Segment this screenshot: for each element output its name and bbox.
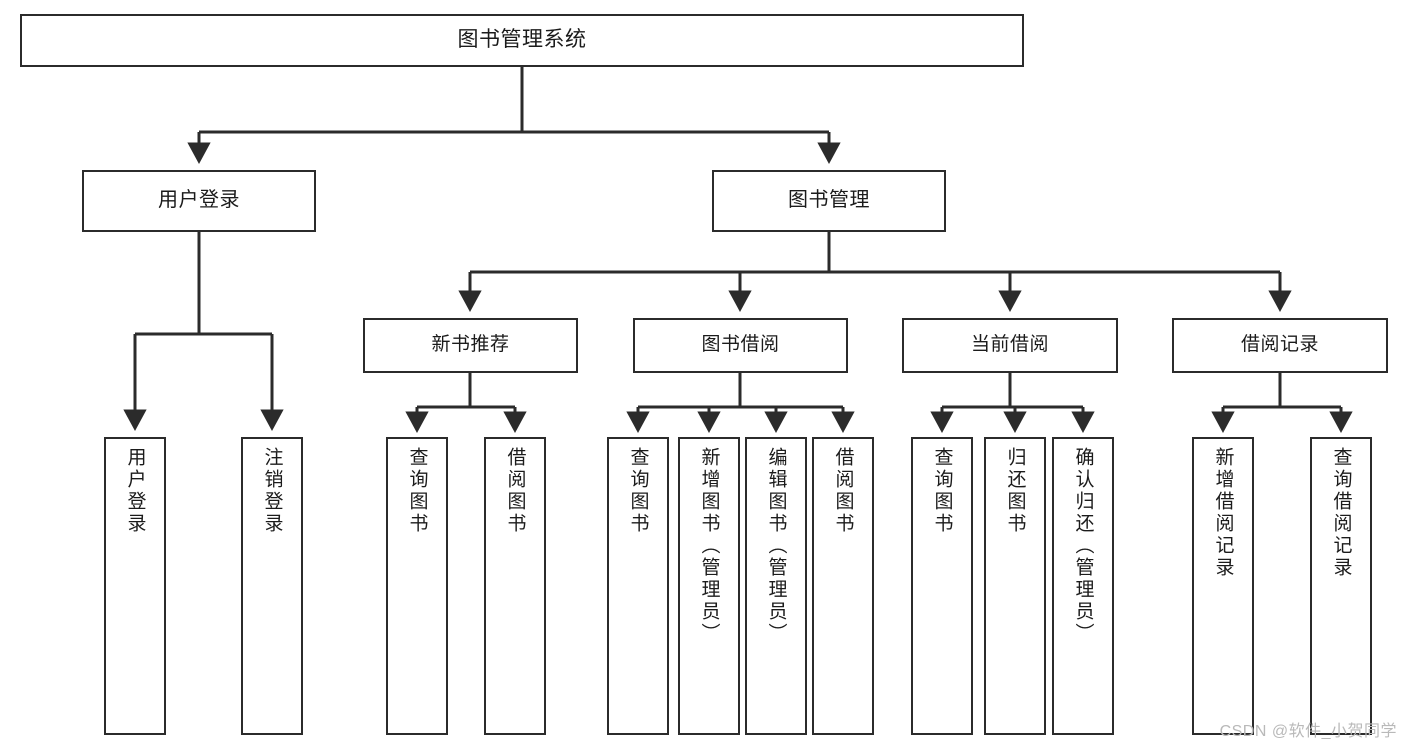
node-leaf-edit-book-admin[interactable]: 编辑图书（管理员）: [745, 437, 807, 735]
node-book-management[interactable]: 图书管理: [712, 170, 946, 232]
node-root[interactable]: 图书管理系统: [20, 14, 1024, 67]
watermark: CSDN @软件_小贺同学: [1219, 723, 1397, 740]
node-leaf-logout[interactable]: 注销登录: [241, 437, 303, 735]
node-leaf-add-book-admin-label: 新增图书（管理员）: [698, 447, 720, 645]
node-leaf-query-book-2[interactable]: 查询图书: [607, 437, 669, 735]
node-leaf-query-book-1-label: 查询图书: [406, 447, 428, 535]
node-leaf-confirm-return-admin-label: 确认归还（管理员）: [1072, 447, 1094, 645]
node-new-book-recommend-label: 新书推荐: [431, 334, 510, 356]
node-leaf-user-login[interactable]: 用户登录: [104, 437, 166, 735]
node-leaf-query-book-2-label: 查询图书: [627, 447, 649, 535]
node-current-borrow[interactable]: 当前借阅: [902, 318, 1118, 373]
node-book-borrow[interactable]: 图书借阅: [633, 318, 848, 373]
node-current-borrow-label: 当前借阅: [970, 334, 1049, 356]
node-book-management-label: 图书管理: [788, 189, 870, 212]
node-leaf-add-borrow-record[interactable]: 新增借阅记录: [1192, 437, 1254, 735]
node-leaf-logout-label: 注销登录: [261, 447, 283, 535]
node-borrow-record[interactable]: 借阅记录: [1172, 318, 1388, 373]
node-leaf-borrow-book-1[interactable]: 借阅图书: [484, 437, 546, 735]
node-user-login[interactable]: 用户登录: [82, 170, 316, 232]
node-root-label: 图书管理系统: [457, 28, 587, 52]
node-new-book-recommend[interactable]: 新书推荐: [363, 318, 578, 373]
node-leaf-borrow-book-2-label: 借阅图书: [832, 447, 854, 535]
node-leaf-user-login-label: 用户登录: [124, 447, 146, 535]
node-user-login-label: 用户登录: [158, 189, 240, 212]
node-leaf-query-book-3-label: 查询图书: [931, 447, 953, 535]
node-leaf-query-book-1[interactable]: 查询图书: [386, 437, 448, 735]
node-leaf-edit-book-admin-label: 编辑图书（管理员）: [765, 447, 787, 645]
node-leaf-query-borrow-record[interactable]: 查询借阅记录: [1310, 437, 1372, 735]
node-leaf-query-book-3[interactable]: 查询图书: [911, 437, 973, 735]
node-leaf-query-borrow-record-label: 查询借阅记录: [1330, 447, 1352, 579]
node-leaf-return-book[interactable]: 归还图书: [984, 437, 1046, 735]
node-leaf-add-borrow-record-label: 新增借阅记录: [1212, 447, 1234, 579]
node-leaf-borrow-book-2[interactable]: 借阅图书: [812, 437, 874, 735]
node-leaf-add-book-admin[interactable]: 新增图书（管理员）: [678, 437, 740, 735]
node-leaf-confirm-return-admin[interactable]: 确认归还（管理员）: [1052, 437, 1114, 735]
node-leaf-borrow-book-1-label: 借阅图书: [504, 447, 526, 535]
node-leaf-return-book-label: 归还图书: [1004, 447, 1026, 535]
node-book-borrow-label: 图书借阅: [701, 334, 780, 356]
node-borrow-record-label: 借阅记录: [1240, 334, 1319, 356]
